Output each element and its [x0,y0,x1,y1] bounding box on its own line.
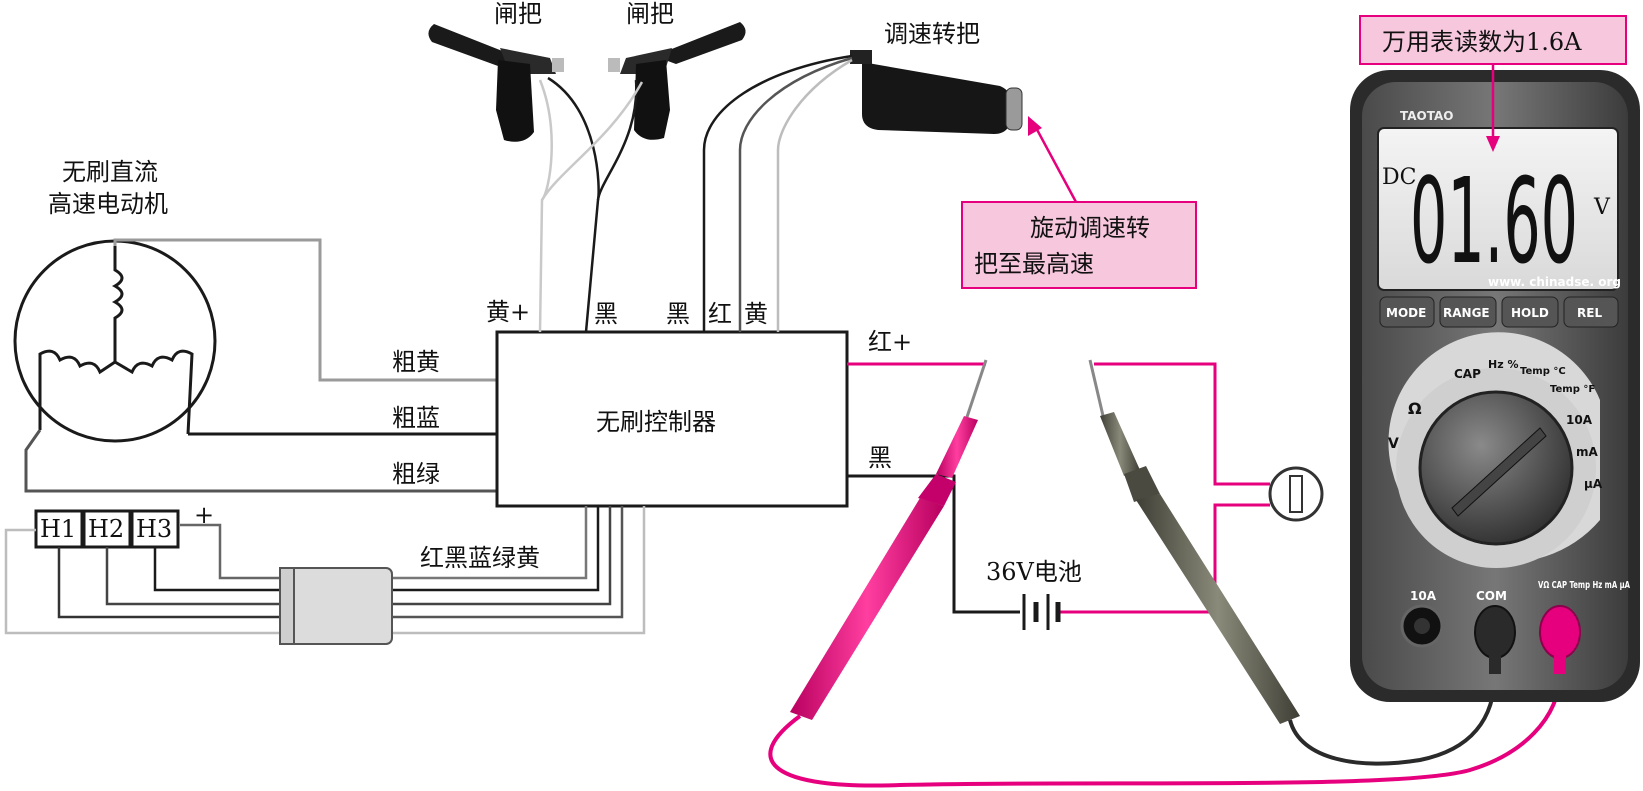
dial-label-v: V [1388,436,1399,452]
brake-right [608,22,746,140]
battery [1022,594,1061,630]
jack-v-plug[interactable] [1539,605,1581,659]
annotation-throttle-line2: 把至最高速 [974,250,1094,278]
annotation-reading-text: 万用表读数为1.6A [1382,28,1582,56]
jack-com-plug[interactable] [1474,605,1516,659]
throttle-wires [702,54,853,332]
brake-left-label: 闸把 [494,0,542,28]
dial-label-10a: 10A [1566,413,1593,427]
meter-brand: TAOTAO [1400,109,1453,123]
dial-label-hz: Hz % [1488,358,1518,371]
throttle-black-label: 黑 [666,300,690,328]
meter-rel-button[interactable]: REL [1577,306,1602,320]
meter-mode: DC [1382,165,1416,190]
motor-label-2: 高速电动机 [48,190,168,218]
multimeter: TAOTAO DC 01.60 V www. chinadse. org MOD… [1350,70,1640,702]
dial-label-cap: CAP [1454,367,1481,381]
motor-label-1: 无刷直流 [62,158,158,186]
brake-black-label: 黑 [594,300,618,328]
meter-mode-button[interactable]: MODE [1386,306,1426,320]
brake-right-label: 闸把 [626,0,674,28]
meter-jacks: 10A COM VΩ CAP Temp Hz mA μA [1400,580,1630,674]
controller: 无刷控制器 [495,330,849,508]
fuse-symbol [1268,466,1324,522]
meter-dial: V Ω CAP Hz % Temp °C Temp °F 10A mA μA [1388,332,1603,568]
probe-cables [768,671,1562,788]
motor: 无刷直流 高速电动机 [13,158,217,443]
dial-label-temp-f: Temp °F [1550,384,1595,395]
jack-v-label: VΩ CAP Temp Hz mA μA [1538,580,1630,591]
dial-label-ma: mA [1576,445,1599,459]
meter-website: www. chinadse. org [1488,275,1621,289]
annotation-throttle: 旋动调速转 把至最高速 [961,116,1197,289]
meter-unit: V [1593,195,1611,220]
brake-left [428,24,564,142]
annotation-meter-reading: 万用表读数为1.6A [1359,15,1627,152]
power-red-plus-label: 红+ [868,328,912,356]
brake-yellow-plus-label: 黄+ [486,298,530,326]
hall-sensor-block: H1 H2 H3 + [34,501,214,549]
hall-h2-label: H2 [88,515,124,543]
throttle-red-label: 红 [708,300,732,328]
battery-label: 36V电池 [986,558,1082,586]
meter-range-button[interactable]: RANGE [1443,306,1490,320]
power-wires [847,362,1270,614]
dial-label-ua: μA [1584,477,1603,491]
hall-h1-label: H1 [40,515,76,543]
hall-connector [279,567,393,645]
black-probe [1088,359,1300,724]
dial-label-ohm: Ω [1408,399,1422,418]
controller-label: 无刷控制器 [596,408,716,436]
power-black-label: 黑 [868,444,892,472]
hall-h3-label: H3 [136,515,172,543]
throttle-label: 调速转把 [884,20,980,48]
phase-yellow-label: 粗黄 [392,348,440,376]
meter-hold-button[interactable]: HOLD [1511,306,1549,320]
phase-green-label: 粗绿 [392,460,440,488]
annotation-throttle-line1: 旋动调速转 [1030,214,1150,242]
meter-reading: 01.60 [1410,152,1578,290]
hall-wires-label: 红黑蓝绿黄 [420,544,540,572]
throttle-grip [850,50,1023,134]
hall-plus-label: + [194,501,214,529]
red-probe [790,359,988,720]
meter-buttons: MODE RANGE HOLD REL [1379,296,1619,328]
throttle-yellow-label: 黄 [744,300,768,328]
dial-label-temp-c: Temp °C [1520,366,1566,377]
phase-blue-label: 粗蓝 [392,404,440,432]
brake-wires [538,76,644,333]
hall-wires [4,506,646,635]
jack-10a-label: 10A [1410,589,1437,603]
jack-com-label: COM [1476,589,1507,603]
phase-wires [24,238,497,493]
